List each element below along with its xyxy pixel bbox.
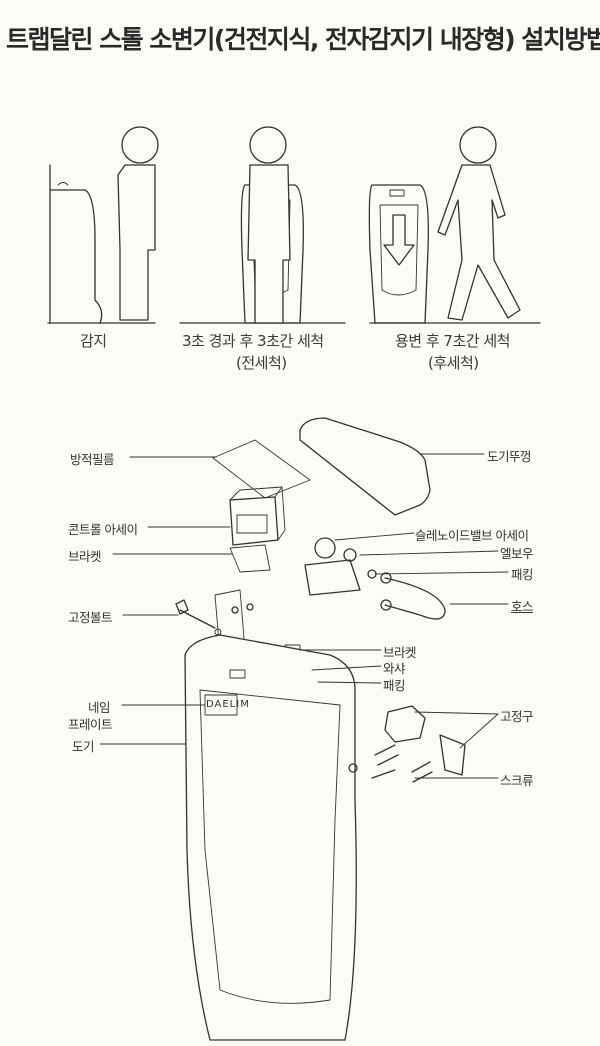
label-bracket-left: 브라켓 bbox=[68, 549, 102, 564]
label-bowl: 도기 bbox=[72, 739, 95, 754]
step-caption-sensing: 감지 bbox=[80, 332, 107, 350]
step-caption-postflush: 용변 후 7초간 세척 bbox=[395, 332, 510, 350]
label-film: 방적필름 bbox=[70, 452, 115, 467]
label-solenoid: 슬레노이드밸브 아세이 bbox=[415, 528, 529, 543]
brand-logo: DAELIM bbox=[206, 699, 250, 710]
label-bracket-right: 브라켓 bbox=[383, 645, 417, 660]
step-postflush-figure bbox=[368, 126, 541, 324]
step-subcaption-preflush: (전세척) bbox=[236, 354, 287, 372]
leader-lines bbox=[99, 453, 509, 779]
label-bolt: 고정볼트 bbox=[68, 610, 113, 625]
label-nameplate-2: 프레이트 bbox=[68, 717, 113, 732]
label-cover: 도기뚜껑 bbox=[487, 449, 532, 464]
label-elbow: 엘보우 bbox=[500, 546, 534, 561]
step-subcaption-postflush: (후세척) bbox=[428, 354, 479, 372]
label-packing-top: 패킹 bbox=[511, 567, 534, 582]
label-nameplate-1: 네임 bbox=[88, 700, 111, 715]
label-control: 콘트롤 아세이 bbox=[68, 522, 138, 537]
step-preflush-figure bbox=[179, 126, 346, 324]
label-washer: 와샤 bbox=[383, 661, 406, 676]
page-title: 트랩달린 스톨 소변기(건전지식, 전자감지기 내장형) 설치방법 bbox=[6, 25, 600, 54]
exploded-view bbox=[175, 417, 466, 1041]
label-packing-bottom: 패킹 bbox=[383, 678, 406, 693]
step-sensing-figure bbox=[47, 126, 159, 324]
label-screw: 스크류 bbox=[500, 773, 534, 788]
label-fixture: 고정구 bbox=[500, 709, 534, 724]
step-caption-preflush: 3초 경과 후 3초간 세척 bbox=[182, 332, 324, 350]
label-hose: 호스 bbox=[511, 599, 534, 614]
